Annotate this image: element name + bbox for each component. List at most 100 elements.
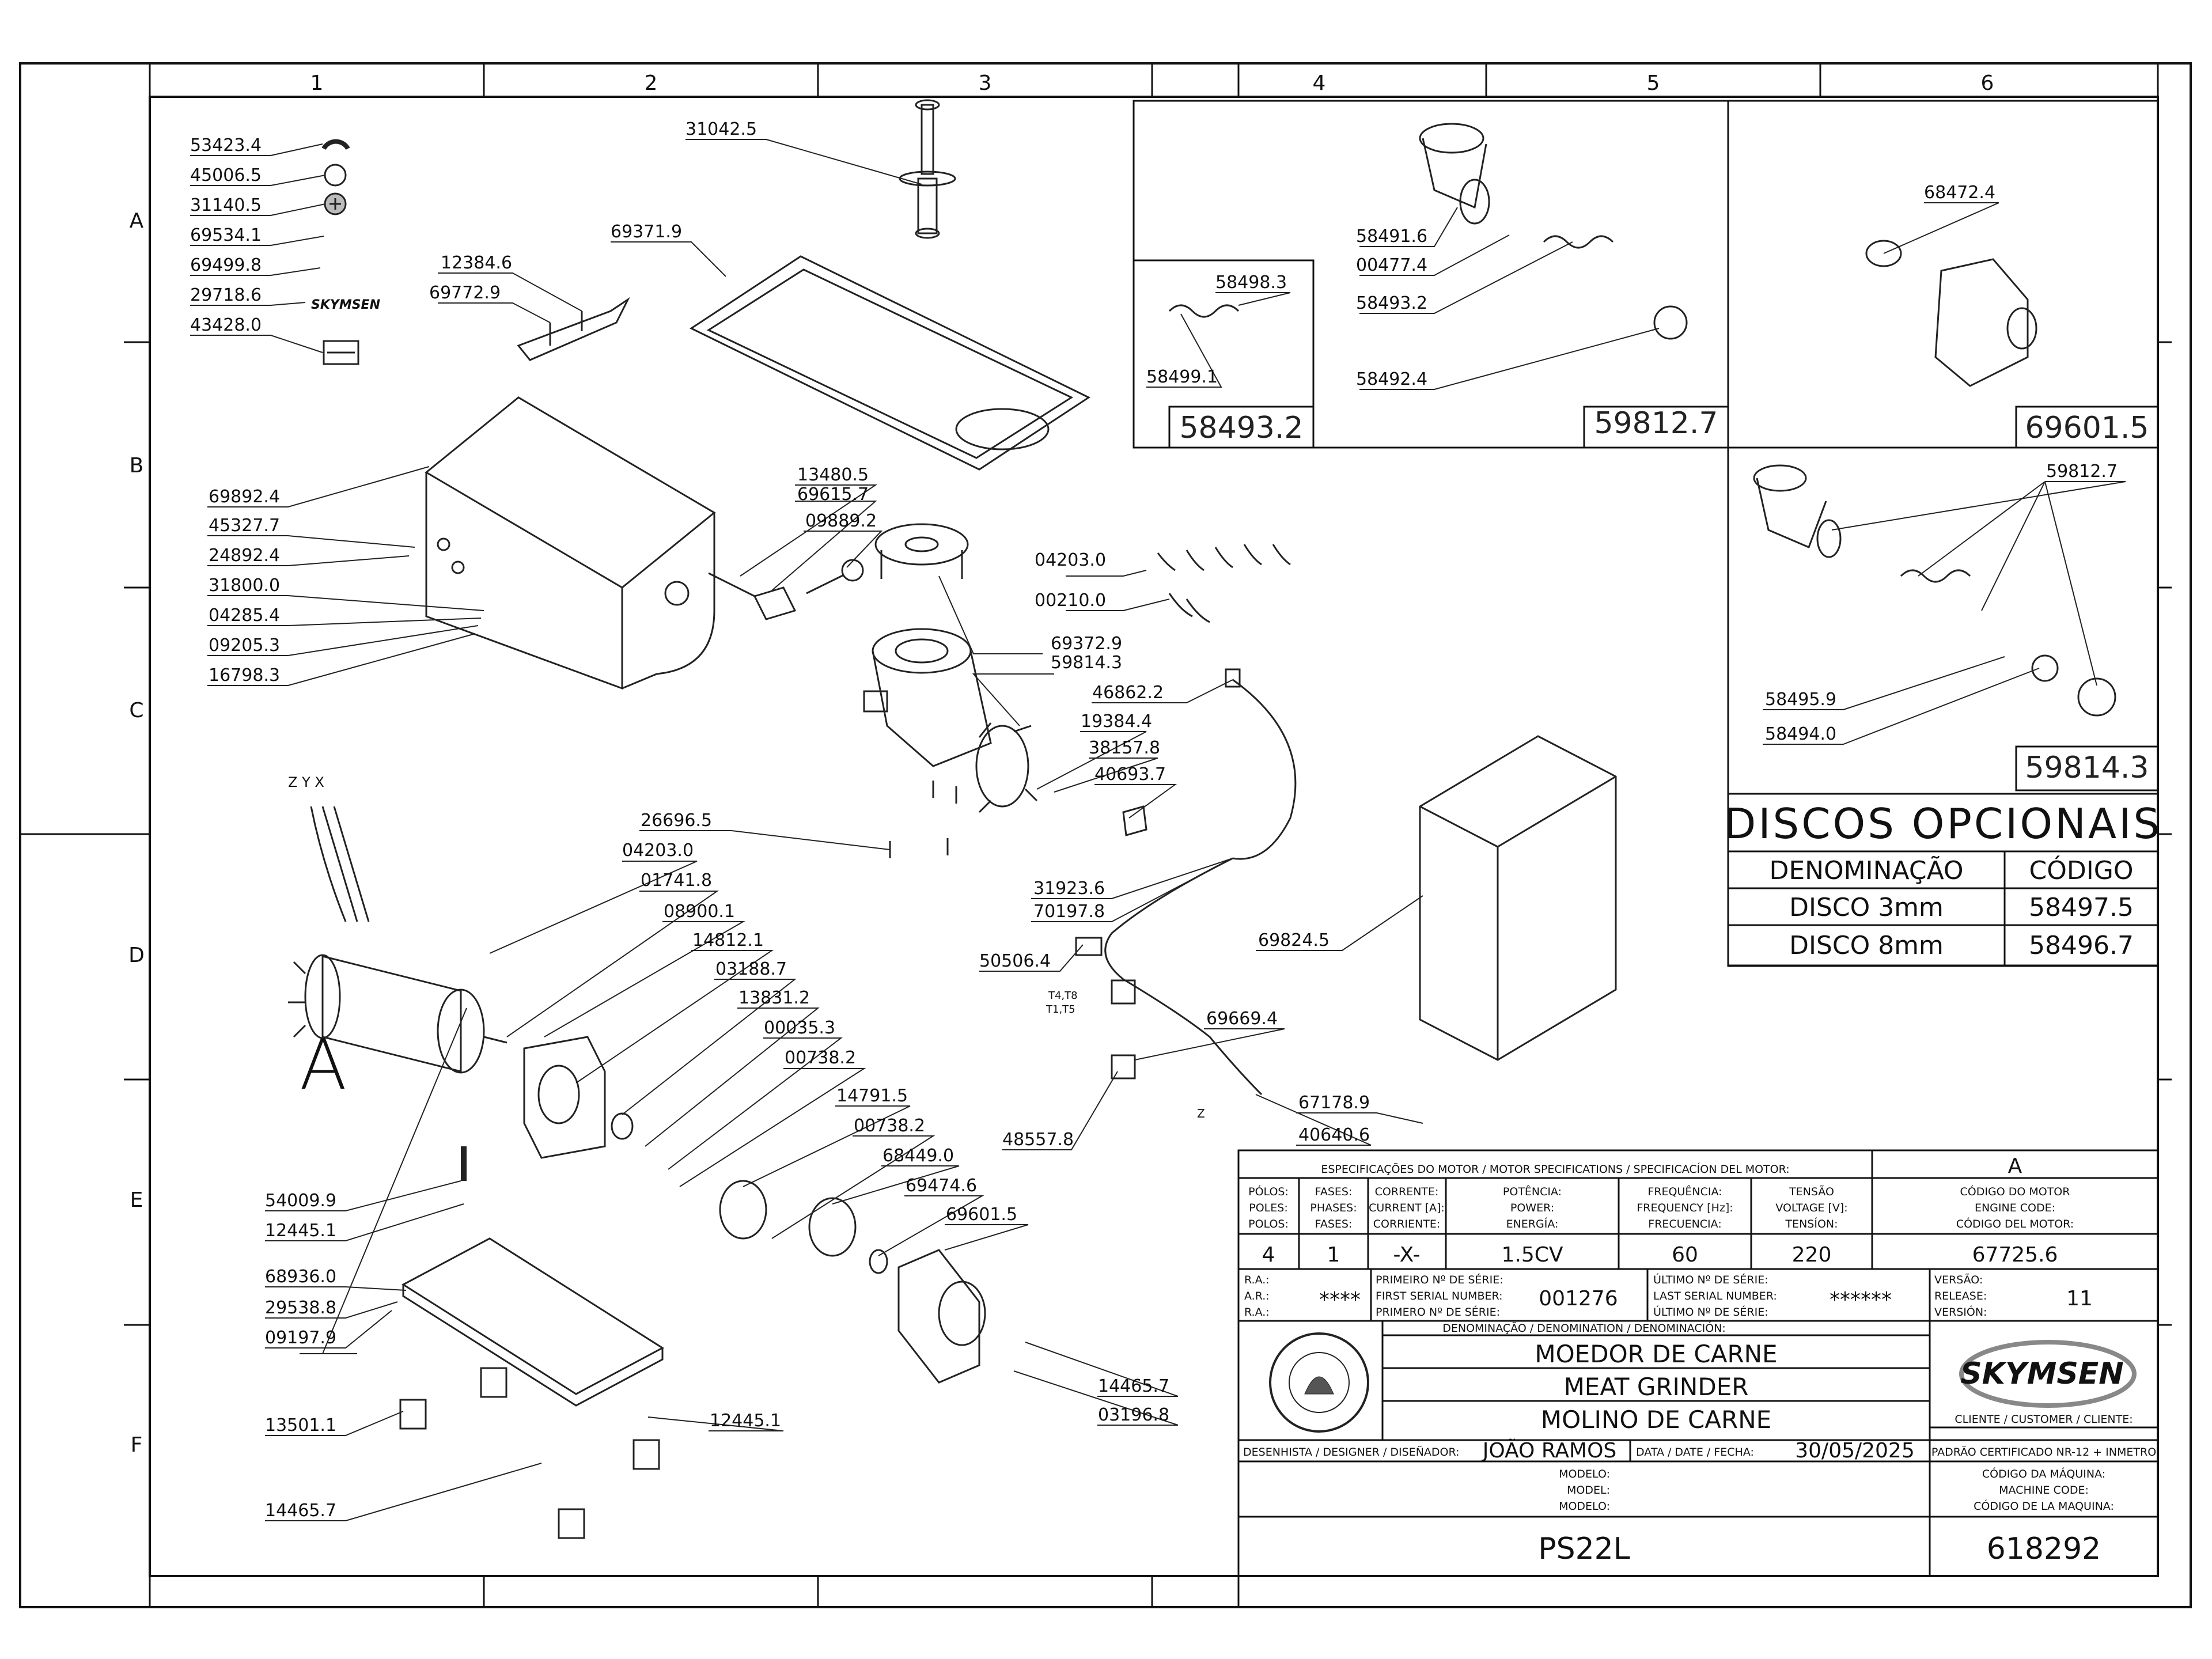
part-label-29538-8: 29538.8	[265, 1298, 336, 1318]
svg-text:CÓDIGO DE LA MAQUINA:: CÓDIGO DE LA MAQUINA:	[1974, 1499, 2114, 1513]
svg-text:PHASES:: PHASES:	[1310, 1202, 1357, 1214]
part-label-69474-6: 69474.6	[906, 1176, 977, 1196]
wiring-xyz-label: Z Y X	[288, 774, 324, 790]
part-label-19384-4: 19384.4	[1081, 711, 1152, 732]
part-label-13831-2: 13831.2	[738, 988, 810, 1008]
part-label-09205-3: 09205.3	[209, 635, 280, 656]
svg-text:FREQUENCY [Hz]:: FREQUENCY [Hz]:	[1637, 1202, 1733, 1214]
optional-discs-row-1-name: DISCO 3mm	[1789, 893, 1944, 922]
last-serial-value: ******	[1830, 1288, 1892, 1312]
part-label-31923-6: 31923.6	[1033, 878, 1105, 899]
svg-text:R.A.:: R.A.:	[1244, 1274, 1270, 1286]
grid-col-5: 5	[1647, 71, 1660, 95]
detail-grinder-assembly-part	[1753, 464, 2116, 717]
rubber-feet-part	[399, 1367, 660, 1539]
part-label-31800-0: 31800.0	[209, 575, 280, 596]
first-serial-value: 001276	[1539, 1287, 1618, 1310]
detail-box-labels: 58493.2 59812.7 69601.5 59814.3	[1179, 406, 2149, 785]
svg-text:ÚLTIMO Nº DE SÉRIE:: ÚLTIMO Nº DE SÉRIE:	[1653, 1305, 1768, 1319]
part-label-69601-5-a: 69601.5	[946, 1205, 1017, 1225]
date-value: 30/05/2025	[1795, 1439, 1915, 1463]
designer-label: DESENHISTA / DESIGNER / DISEÑADOR:	[1243, 1445, 1460, 1459]
part-label-58492-4: 58492.4	[1356, 369, 1427, 389]
optional-discs-header-name: DENOMINAÇÃO	[1769, 855, 1963, 885]
version-value: 11	[2066, 1287, 2093, 1310]
part-label-59814-3: 59814.3	[1051, 653, 1122, 673]
part-label-26696-5: 26696.5	[641, 810, 712, 831]
screws-part	[889, 781, 957, 858]
part-label-29718-6: 29718.6	[190, 285, 262, 305]
svg-text:FRECUENCIA:: FRECUENCIA:	[1648, 1218, 1721, 1230]
svg-text:R.A.:: R.A.:	[1244, 1306, 1270, 1319]
frequency-value: 60	[1672, 1243, 1698, 1267]
svg-text:CORRIENTE:: CORRIENTE:	[1373, 1218, 1440, 1230]
svg-text:ENGINE CODE:: ENGINE CODE:	[1975, 1202, 2055, 1214]
part-label-53423-4: 53423.4	[190, 135, 262, 156]
name-es: MOLINO DE CARNE	[1541, 1406, 1771, 1434]
detail-boxes	[1132, 100, 2159, 967]
grid-col-6: 6	[1981, 71, 1994, 95]
svg-text:PRIMERO Nº DE SÉRIE:: PRIMERO Nº DE SÉRIE:	[1376, 1305, 1500, 1319]
part-label-13480-5: 13480.5	[797, 465, 869, 485]
wiring-z-label: Z	[1197, 1107, 1205, 1120]
poles-value: 4	[1262, 1243, 1275, 1267]
motor-housing-part	[425, 396, 716, 690]
part-illustrations: SKYMSEN	[288, 99, 2116, 1539]
detail-box-59812-7: 59812.7	[1594, 406, 1718, 441]
spec-col-phases: FASES: PHASES: FASES: 1	[1310, 1185, 1357, 1267]
spec-col-poles: PÓLOS: POLES: POLOS: 4	[1248, 1184, 1289, 1267]
part-label-00477-4: 00477.4	[1356, 255, 1427, 275]
svg-text:PRIMEIRO Nº DE SÉRIE:: PRIMEIRO Nº DE SÉRIE:	[1376, 1273, 1503, 1286]
name-en: MEAT GRINDER	[1564, 1373, 1749, 1401]
svg-text:POLES:: POLES:	[1249, 1202, 1287, 1214]
gear-14791-part	[719, 1180, 767, 1240]
part-label-69615-7: 69615.7	[797, 484, 869, 505]
part-label-48557-8: 48557.8	[1002, 1130, 1074, 1150]
svg-text:CURRENT [A]:: CURRENT [A]:	[1369, 1202, 1445, 1214]
title-block: ESPECIFICAÇÕES DO MOTOR / MOTOR SPECIFIC…	[1243, 1154, 2156, 1566]
part-label-00738-2-a: 00738.2	[785, 1048, 856, 1068]
part-label-40640-6: 40640.6	[1298, 1125, 1370, 1145]
spec-col-current: CORRENTE: CURRENT [A]: CORRIENTE: -X-	[1369, 1185, 1445, 1267]
authorized-service-seal-icon	[1269, 1332, 1369, 1433]
part-label-04203-0-b: 04203.0	[622, 840, 694, 861]
optional-discs-header-code: CÓDIGO	[2029, 855, 2134, 885]
ra-value: ****	[1319, 1288, 1361, 1312]
part-label-67178-9: 67178.9	[1298, 1093, 1370, 1113]
title-block-frame	[1237, 1149, 2159, 1577]
tray-part	[689, 255, 1091, 471]
svg-text:TENSÃO: TENSÃO	[1789, 1185, 1834, 1198]
part-label-50506-4: 50506.4	[979, 951, 1051, 971]
food-pusher-part	[899, 99, 956, 239]
wiring-harness-part	[1104, 857, 1233, 980]
client-value: PADRÃO CERTIFICADO NR-12 + INMETRO	[1931, 1445, 2156, 1459]
svg-text:FIRST SERIAL NUMBER:: FIRST SERIAL NUMBER:	[1376, 1290, 1503, 1302]
current-value: -X-	[1393, 1243, 1420, 1267]
part-labels: 53423.4 45006.5 31140.5 69534.1 69499.8 …	[190, 119, 2118, 1521]
knob-part	[841, 559, 864, 582]
svg-text:RELEASE:: RELEASE:	[1934, 1290, 1987, 1302]
part-label-31042-5: 31042.5	[685, 119, 757, 139]
svg-text:CÓDIGO DA MÁQUINA:: CÓDIGO DA MÁQUINA:	[1982, 1467, 2105, 1480]
part-label-58494-0: 58494.0	[1765, 724, 1836, 744]
grid-row-e: E	[130, 1188, 143, 1212]
part-label-38157-8: 38157.8	[1089, 738, 1160, 758]
grid-row-c: C	[129, 699, 143, 722]
power-cable-part	[1232, 679, 1297, 860]
part-label-03188-7: 03188.7	[715, 959, 787, 979]
part-label-59812-7: 59812.7	[2046, 461, 2118, 482]
machine-code-value: 618292	[1987, 1532, 2101, 1566]
part-label-08900-1: 08900.1	[664, 902, 735, 922]
relay-part	[1075, 937, 1103, 956]
detail-box-69601-5: 69601.5	[2025, 411, 2149, 445]
grid-row-a: A	[130, 209, 144, 233]
svg-text:A.R.:: A.R.:	[1244, 1290, 1270, 1302]
grid-row-b: B	[130, 454, 144, 478]
spec-col-voltage: TENSÃO VOLTAGE [V]: TENSÍON: 220	[1775, 1185, 1847, 1267]
svg-text:TENSÍON:: TENSÍON:	[1785, 1217, 1838, 1230]
part-label-12384-6: 12384.6	[441, 253, 512, 273]
o-ring-part	[869, 1249, 888, 1274]
packaging-box-part	[1419, 735, 1617, 1061]
spec-col-power: POTÊNCIA: POWER: ENERGÍA: 1.5CV	[1501, 1185, 1563, 1267]
